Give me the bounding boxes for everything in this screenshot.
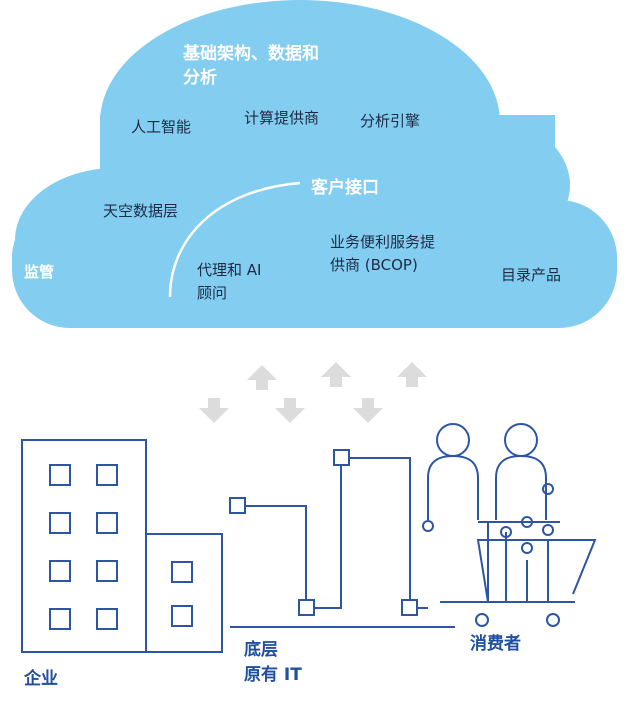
label-bcop-line1: 业务便利服务提 — [330, 233, 436, 251]
label-agent-line1: 代理和 AI — [197, 261, 262, 279]
label-space-data-layer: 天空数据层 — [103, 202, 179, 220]
enterprise-building-icon — [21, 439, 223, 653]
arrow-up-icon — [321, 362, 351, 387]
consumer-people-icon — [422, 423, 554, 532]
legacy-it-network — [229, 449, 455, 628]
label-regulation: 监管 — [24, 263, 55, 281]
cloud-title-line2: 分析 — [183, 68, 217, 88]
arrow-down-icon — [353, 398, 383, 423]
arrow-up-icon — [247, 365, 277, 390]
shopping-cart-icon — [440, 516, 597, 627]
arrow-up-icon — [397, 362, 427, 387]
cloud-title-line1: 基础架构、数据和 — [183, 44, 319, 64]
cloud-shape — [12, 0, 617, 328]
arrow-down-icon — [199, 398, 229, 423]
label-catalog-products: 目录产品 — [501, 266, 562, 284]
label-legacy-line1: 底层 — [244, 640, 278, 660]
label-compute-provider: 计算提供商 — [244, 109, 320, 127]
label-legacy-line2: 原有 IT — [244, 665, 302, 685]
cloud-arc — [168, 181, 301, 298]
exchange-arrows — [199, 362, 427, 423]
label-customer-interface: 客户接口 — [311, 178, 379, 198]
label-analytics-engine: 分析引擎 — [360, 112, 421, 130]
label-consumer: 消费者 — [470, 634, 521, 654]
label-ai: 人工智能 — [131, 118, 192, 136]
label-agent-line2: 顾问 — [197, 284, 228, 302]
label-bcop-line2: 供商 (BCOP) — [330, 256, 418, 274]
arrow-down-icon — [275, 398, 305, 423]
label-enterprise: 企业 — [24, 669, 58, 689]
